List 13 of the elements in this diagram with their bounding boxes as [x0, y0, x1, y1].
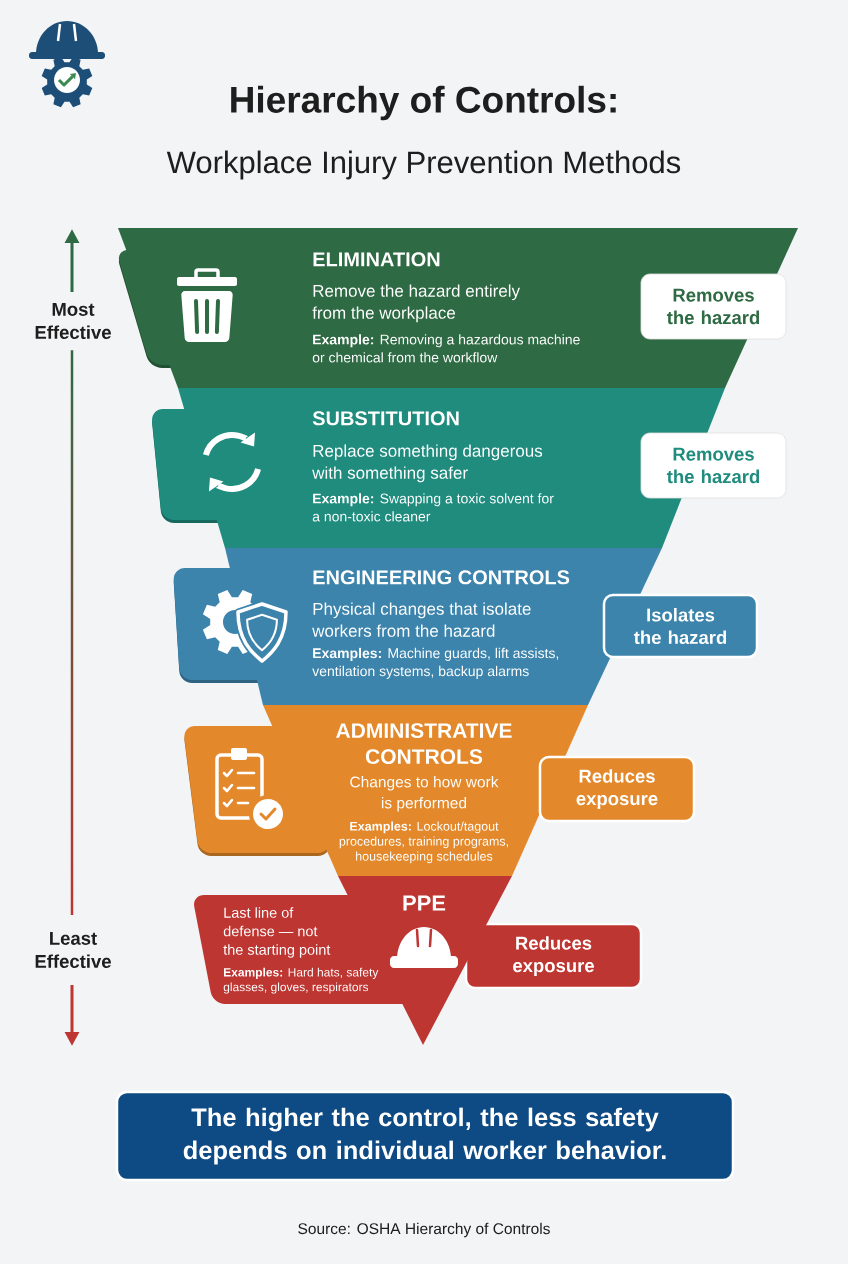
node-label: PPE [403, 895, 446, 911]
badge: Removes the hazard [640, 432, 787, 499]
message-box: The higher the control, the less safety depends on individual worker behavior. [115, 1090, 735, 1182]
badge: Reduces exposure [538, 755, 696, 823]
node-label: Last line of defense — not the starting point [223, 907, 331, 958]
scale-label: Least Effective [35, 932, 111, 968]
badge: Reduces exposure [464, 922, 643, 990]
badge: Isolates the hazard [602, 593, 759, 659]
side-tab: Last line of defense — not the starting point Examples: Hard hats, safety glasses, gloves, respirators [194, 895, 404, 1004]
source-note: Source: OSHA Hierarchy of Controls [298, 1222, 550, 1238]
title: Hierarchy of Controls: [231, 85, 616, 121]
node-label: Examples: Hard hats, safety glasses, gloves, respirators [223, 967, 379, 994]
subtitle: Workplace Injury Prevention Methods [166, 150, 681, 180]
